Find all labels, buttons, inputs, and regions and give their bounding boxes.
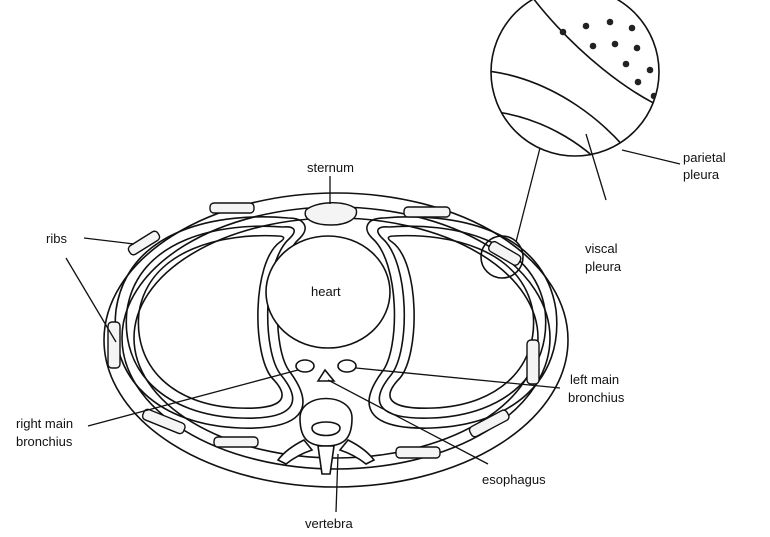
- label-parietal-pleura-1: parietal: [683, 150, 726, 165]
- zoom-connector-line: [516, 144, 541, 242]
- rib: [468, 409, 510, 438]
- label-parietal-pleura-2: pleura: [683, 167, 720, 182]
- label-ribs: ribs: [46, 231, 67, 246]
- label-sternum: sternum: [307, 160, 354, 175]
- label-right-main-bronchius-2: bronchius: [16, 434, 73, 449]
- label-viscal-pleura-1: viscal: [585, 241, 618, 256]
- ribs-leader-upper: [84, 238, 134, 244]
- esophagus: [318, 370, 334, 381]
- vertebra-leader: [336, 454, 338, 512]
- label-heart: heart: [311, 284, 341, 299]
- parietal-pleura-leader: [622, 150, 680, 164]
- rib: [527, 340, 539, 384]
- label-left-main-bronchius-1: left main: [570, 372, 619, 387]
- rib: [396, 447, 440, 458]
- label-esophagus: esophagus: [482, 472, 546, 487]
- rib: [210, 203, 254, 213]
- vertebra: [278, 399, 374, 475]
- sternum: [305, 203, 356, 225]
- ribs-leader-lower: [66, 258, 116, 342]
- label-left-main-bronchius-2: bronchius: [568, 390, 625, 405]
- rib: [141, 408, 186, 435]
- label-viscal-pleura-2: pleura: [585, 259, 622, 274]
- rib: [404, 207, 450, 217]
- label-vertebra: vertebra: [305, 516, 353, 531]
- magnified-pleura-inset: [470, 0, 700, 200]
- label-right-main-bronchius-1: right main: [16, 416, 73, 431]
- rib: [127, 230, 161, 256]
- right-main-bronchus: [296, 360, 314, 372]
- rib: [108, 322, 120, 368]
- left-main-bronchus: [338, 360, 356, 372]
- rib: [214, 437, 258, 447]
